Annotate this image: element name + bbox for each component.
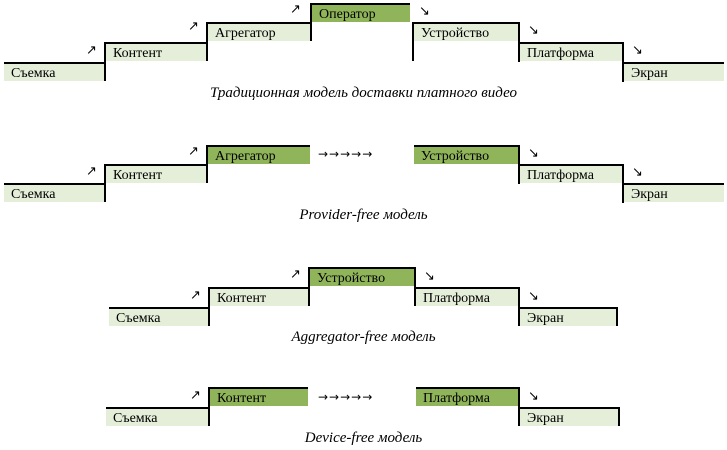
step-content: Контент (210, 387, 308, 406)
arrow-up-icon: ↗ (86, 164, 97, 179)
arrow-down-icon: ↘ (528, 389, 539, 404)
riser (308, 267, 310, 306)
riser (208, 287, 210, 326)
step-screen: Экран (520, 407, 618, 426)
arrow-down-icon: ↘ (528, 146, 539, 161)
step-device: Устройство (414, 22, 518, 41)
riser (206, 22, 208, 61)
riser (208, 387, 210, 426)
skip-arrows: →→→→→ (318, 390, 374, 404)
riser (518, 387, 520, 426)
riser (518, 287, 520, 326)
step-screen: Экран (624, 62, 724, 81)
riser (104, 164, 106, 202)
arrow-up-icon: ↗ (290, 267, 301, 282)
arrow-down-icon: ↘ (419, 4, 430, 19)
arrow-up-icon: ↗ (86, 43, 97, 58)
riser (518, 145, 520, 184)
step-aggregator: Агрегатор (208, 145, 310, 164)
diagram-caption: Provider-free модель (299, 207, 428, 223)
step-content: Контент (106, 42, 206, 61)
riser (206, 145, 208, 183)
arrow-up-icon: ↗ (290, 2, 301, 17)
riser (104, 42, 106, 81)
arrow-down-icon: ↘ (424, 269, 435, 284)
arrow-up-icon: ↗ (190, 288, 201, 303)
step-device: Устройство (310, 267, 414, 286)
riser (622, 164, 624, 203)
arrow-down-icon: ↘ (528, 289, 539, 304)
riser (414, 267, 416, 306)
riser (622, 42, 624, 82)
riser (616, 307, 618, 326)
step-device: Устройство (414, 145, 518, 164)
step-platform: Платформа (416, 387, 518, 406)
arrow-up-icon: ↗ (188, 19, 199, 34)
diagram-caption: Aggregator-free модель (291, 329, 436, 345)
arrow-down-icon: ↘ (632, 165, 643, 180)
arrow-up-icon: ↗ (190, 388, 201, 403)
arrow-down-icon: ↘ (528, 23, 539, 38)
riser (618, 407, 620, 426)
step-shooting: Съемка (109, 307, 208, 326)
skip-arrows: →→→→→ (318, 147, 374, 161)
step-screen: Экран (520, 307, 616, 326)
step-content: Контент (210, 287, 308, 306)
step-content: Контент (106, 164, 206, 183)
step-shooting: Съемка (106, 407, 208, 426)
diagram-caption: Device-free модель (304, 430, 423, 446)
step-platform: Платформа (520, 42, 622, 61)
step-shooting: Съемка (4, 183, 104, 202)
riser (412, 22, 414, 61)
step-screen: Экран (624, 183, 724, 202)
diagram-caption: Традиционная модель доставки платного ви… (209, 85, 518, 101)
step-shooting: Съемка (4, 62, 104, 81)
riser (518, 22, 520, 62)
step-aggregator: Агрегатор (208, 22, 310, 41)
step-platform: Платформа (416, 287, 518, 306)
arrow-down-icon: ↘ (632, 43, 643, 58)
riser (310, 3, 312, 41)
step-operator: Оператор (312, 3, 410, 22)
step-platform: Платформа (520, 164, 622, 183)
arrow-up-icon: ↗ (188, 144, 199, 159)
